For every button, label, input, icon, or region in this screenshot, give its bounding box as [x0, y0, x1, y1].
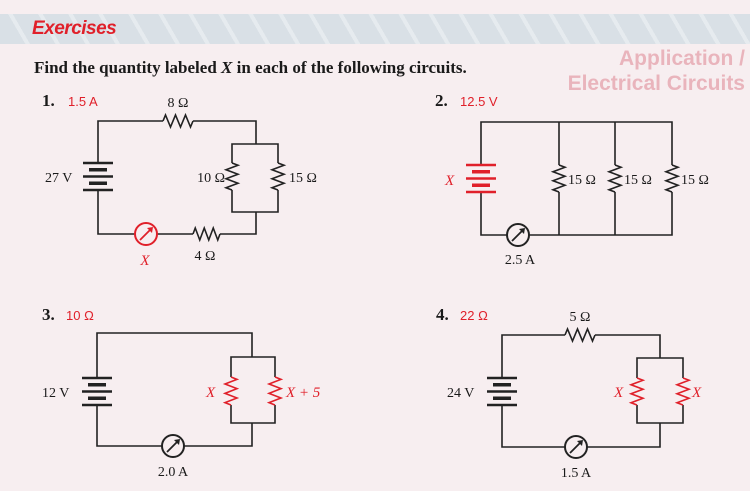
ammeter-arrow	[174, 439, 180, 445]
problem-number: 3.	[42, 305, 55, 324]
problem-number: 4.	[436, 305, 449, 324]
wire	[595, 334, 661, 358]
wire	[97, 120, 163, 163]
battery-label: 27 V	[45, 171, 72, 186]
wire	[230, 405, 276, 424]
resistor-icon	[192, 225, 221, 243]
resistor-icon	[564, 326, 596, 344]
answer: 12.5 V	[460, 94, 498, 109]
resistor-icon	[550, 164, 568, 193]
resistor-label: 8 Ω	[168, 96, 189, 111]
wire	[587, 423, 661, 448]
resistor-icon	[223, 162, 241, 191]
wire	[193, 120, 257, 144]
wire	[96, 332, 253, 378]
wire	[97, 190, 135, 235]
wire	[231, 143, 279, 163]
resistor-icon	[628, 377, 646, 406]
wire	[636, 405, 684, 424]
resistor-label: X + 5	[285, 385, 321, 401]
wire	[231, 190, 279, 213]
resistor-icon	[222, 376, 240, 406]
battery-label: 12 V	[42, 386, 69, 401]
instruction-text: Find the quantity labeled X in each of t…	[34, 58, 467, 78]
resistor-label: X	[205, 385, 216, 401]
wire	[480, 121, 673, 165]
wire	[230, 356, 276, 377]
ammeter-arrow	[519, 228, 525, 234]
wire	[184, 423, 253, 447]
problem-1: 1. 1.5 A 8 Ω 27 V 10 Ω 15 Ω 4 Ω X	[42, 91, 317, 269]
problem-number: 2.	[435, 91, 448, 110]
answer: 1.5 A	[68, 94, 98, 109]
section-title: Exercises	[32, 18, 117, 39]
answer: 22 Ω	[460, 308, 488, 323]
bleed-through-text: Application / Electrical Circuits	[567, 47, 745, 95]
resistor-icon	[266, 376, 284, 406]
problem-4: 4. 22 Ω 5 Ω 24 V X X 1.5 A	[436, 305, 702, 481]
resistor-label: 10 Ω	[197, 171, 225, 186]
wire	[480, 192, 507, 236]
resistor-label: 15 Ω	[289, 171, 317, 186]
resistor-label: 15 Ω	[624, 173, 652, 188]
resistor-icon	[162, 112, 194, 130]
ammeter-arrow	[577, 440, 583, 446]
wire	[501, 334, 565, 378]
ammeter-arrow	[147, 227, 153, 233]
answer: 10 Ω	[66, 308, 94, 323]
battery-label: 24 V	[447, 386, 474, 401]
ammeter-label: X	[139, 253, 150, 269]
instruction-part: Find the quantity labeled	[34, 58, 222, 77]
instruction-variable: X	[221, 58, 233, 77]
ammeter-label: 1.5 A	[561, 466, 592, 481]
wires	[82, 112, 692, 459]
resistor-label: 4 Ω	[195, 249, 216, 264]
battery-label: X	[444, 173, 455, 189]
resistor-label: X	[613, 385, 624, 401]
problem-3: 3. 10 Ω 12 V X X + 5 2.0 A	[42, 305, 321, 480]
wire	[220, 212, 257, 235]
problem-2: 2. 12.5 V X 15 Ω 15 Ω 15 Ω 2.5 A	[435, 91, 709, 268]
problem-number: 1.	[42, 91, 55, 110]
ammeter-label: 2.0 A	[158, 465, 189, 480]
resistor-label: 15 Ω	[681, 173, 709, 188]
instruction-part: in each of the following circuits.	[232, 58, 467, 77]
resistor-icon	[674, 377, 692, 406]
wire	[96, 405, 162, 447]
resistor-icon	[663, 164, 681, 193]
wire	[529, 192, 673, 236]
header-band	[0, 14, 750, 44]
resistor-label: 5 Ω	[570, 310, 591, 325]
wire	[501, 405, 565, 448]
resistor-label: 15 Ω	[568, 173, 596, 188]
resistor-icon	[606, 164, 624, 193]
wire	[636, 357, 684, 378]
resistor-label: X	[691, 385, 702, 401]
resistor-icon	[269, 162, 287, 191]
ammeter-label: 2.5 A	[505, 253, 536, 268]
